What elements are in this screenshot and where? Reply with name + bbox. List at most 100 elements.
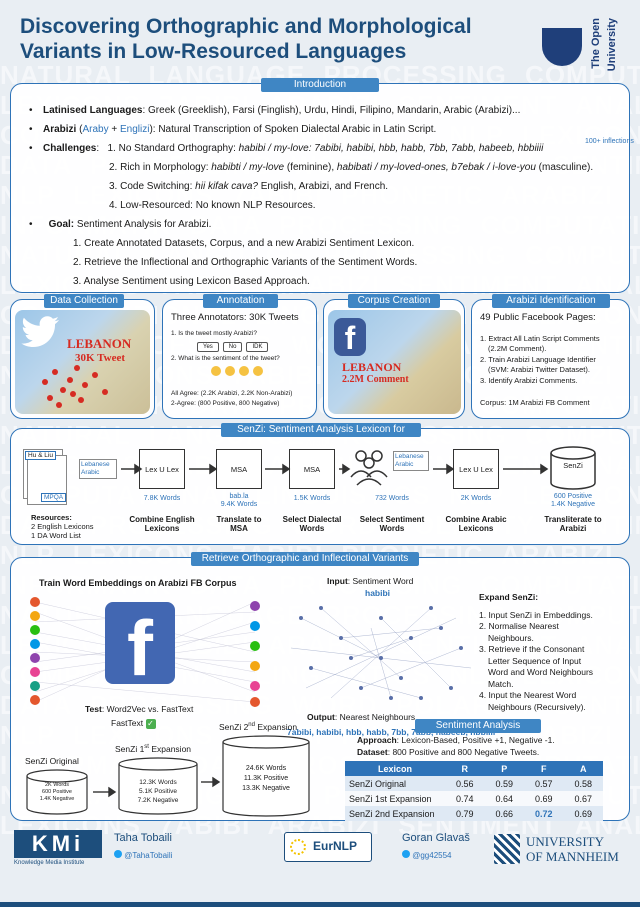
source-babla: bab.la	[229, 493, 249, 500]
author-2-handle: @gg42554	[402, 850, 452, 860]
step-combine-arabic: Combine Arabic Lexicons	[445, 515, 507, 533]
identification-step-3: 3. Identify Arabizi Comments.	[480, 376, 578, 385]
count-english-lexicons: 7.8K Words	[143, 495, 181, 502]
bottom-bar	[0, 902, 640, 907]
twitter-icon	[21, 316, 59, 347]
intro-challenge-2: 2. Rich in Morphology: habibti / my-love…	[109, 162, 594, 173]
resources-label: Resources: 2 English Lexicons 1 DA Word …	[31, 513, 94, 540]
open-university-logo: The Open University	[540, 10, 632, 86]
annotation-two-agree: 2-Agree: (800 Positive, 800 Negative)	[171, 400, 280, 407]
col-r: R	[445, 761, 485, 776]
corpus-creation-header: Corpus Creation	[348, 294, 440, 308]
sentiment-approach: Approach: Lexicon-Based, Positive +1, Ne…	[357, 735, 555, 745]
expansion-arrows	[93, 776, 221, 798]
ou-logo-line1: The Open	[590, 18, 602, 69]
col-p: P	[484, 761, 524, 776]
intro-goal-2: 2. Retrieve the Inflectional and Orthogr…	[73, 257, 418, 268]
introduction-panel: Introduction •Latinised Languages: Greek…	[10, 78, 634, 293]
sentiment-dataset: Dataset: 800 Positive and 800 Negative T…	[357, 747, 540, 757]
arabizi-identification-panel: Arabizi Identification 49 Public Faceboo…	[471, 294, 630, 419]
corpus-map-subtitle: 2.2M Comment	[342, 374, 409, 385]
identification-title: 49 Public Facebook Pages:	[480, 312, 596, 323]
senzi-cylinder-label: SenZi	[563, 461, 583, 470]
identification-step-2b: (SVM: Arabizi Twitter Dataset).	[488, 365, 590, 374]
facebook-embedding-icon: f	[105, 602, 175, 692]
annotation-panel: Annotation Three Annotators: 30K Tweets …	[162, 294, 317, 419]
senzi-header: SenZi: Sentiment Analysis Lexicon for Ar…	[221, 423, 421, 449]
intro-goal-1: 1. Create Annotated Datasets, Corpus, an…	[73, 238, 415, 249]
annotation-header: Annotation	[203, 294, 278, 308]
sentiment-emoji-row	[211, 366, 263, 376]
retrieve-header: Retrieve Orthographic and Inflectional V…	[191, 552, 419, 566]
arabizi-identification-header: Arabizi Identification	[492, 294, 610, 308]
map-markers	[42, 365, 108, 408]
corpus-map-title: LEBANON	[342, 360, 402, 374]
eu-stars-icon	[290, 839, 306, 855]
test-label: Test: Word2Vec vs. FastText	[85, 704, 194, 714]
ou-shield-icon	[542, 28, 582, 66]
data-collection-header: Data Collection	[44, 294, 124, 308]
intro-challenge-4: 4. Low-Resourced: No known NLP Resources…	[109, 200, 316, 211]
count-msa: 9.4K Words	[220, 501, 258, 508]
poster-title: Discovering Orthographic and Morphologic…	[20, 15, 472, 63]
option-yes: Yes	[197, 342, 219, 352]
col-a: A	[563, 761, 603, 776]
senzi-first-cylinder	[118, 757, 198, 815]
identification-corpus: Corpus: 1M Arabizi FB Comment	[480, 398, 590, 407]
thinking-face-icon	[253, 366, 263, 376]
kmi-logo: KMi Knowledge Media Institute	[14, 830, 102, 870]
ou-logo-line2: University	[606, 18, 618, 72]
twitter-bird-icon	[114, 850, 122, 858]
footer: KMi Knowledge Media Institute Taha Tobai…	[0, 822, 640, 907]
map-title: LEBANON	[67, 336, 132, 351]
count-positive: 600 Positive	[553, 493, 593, 500]
retrieve-panel: Retrieve Orthographic and Inflectional V…	[10, 552, 630, 821]
people-group-icon	[350, 450, 388, 486]
msa-box-1: MSA	[216, 449, 262, 489]
flow-arrows	[121, 463, 549, 475]
author-1-handle: @TahaTobaili	[114, 850, 172, 860]
step-transliterate: Transliterate to Arabizi	[544, 515, 602, 533]
author-1: Taha Tobaili	[114, 832, 172, 844]
intro-arabizi: •Arabizi (Araby + Englizi): Natural Tran…	[29, 124, 437, 135]
step-combine-english: Combine English Lexicons	[129, 515, 195, 533]
best-f-score: 0.72	[524, 806, 564, 821]
output-words: 7abibi, habibi, hbb, habb, 7bb, 7abb, ha…	[287, 727, 496, 737]
count-arabic: 2K Words	[460, 495, 492, 502]
annotation-question-2: 2. What is the sentiment of the tweet?	[171, 355, 280, 362]
corpus-map-image: f LEBANON 2.2M Comment	[328, 310, 461, 414]
intro-challenge-1: •Challenges: 1. No Standard Orthography:…	[29, 138, 634, 158]
count-dialectal: 1.5K Words	[293, 495, 331, 502]
input-label: Input: Sentiment Word	[327, 576, 414, 586]
senzi-original-cylinder	[26, 769, 88, 815]
twitter-bird-icon	[402, 850, 410, 858]
resources-doc-stack: Hu & Liu MPQA	[23, 449, 71, 509]
input-word: habibi	[365, 588, 391, 598]
facebook-icon: f	[334, 318, 366, 356]
introduction-header: Introduction	[261, 78, 379, 92]
doc-mpqa: MPQA	[41, 493, 67, 502]
fasttext-winner: FastText ✓	[111, 718, 156, 729]
senzi-second-cylinder	[222, 735, 310, 817]
count-negative: 1.4K Negative	[551, 501, 595, 508]
intro-challenge-3: 3. Code Switching: hii kifak cava? Engli…	[109, 181, 389, 192]
senzi-cylinder-icon	[550, 446, 596, 490]
mannheim-crest-icon	[494, 834, 520, 864]
doc-lebanese-arabic: Lebanese Arabic	[79, 459, 117, 479]
senzi-original-label: SenZi Original	[25, 756, 79, 766]
author-2: Goran Glavaš	[402, 832, 470, 844]
expand-senzi-steps: Expand SenZi: 1. Input SenZi in Embeddin…	[479, 592, 594, 712]
inflections-badge: 100+ inflections	[585, 138, 634, 145]
lebanon-map-image: LEBANON 30K Tweet	[15, 310, 150, 414]
mannheim-logo: UNIVERSITY OF MANNHEIM	[494, 832, 634, 868]
neural-network-diagram	[30, 597, 260, 707]
annotation-title: Three Annotators: 30K Tweets	[171, 312, 299, 323]
lex-union-box-2: Lex U Lex	[453, 449, 499, 489]
annotation-question-1: 1. Is the tweet mostly Arabizi?	[171, 330, 257, 337]
data-collection-panel: Data Collection LEBANON 30K Tweet	[10, 294, 155, 419]
corpus-creation-panel: Corpus Creation f LEBANON 2.2M Comment	[323, 294, 465, 419]
